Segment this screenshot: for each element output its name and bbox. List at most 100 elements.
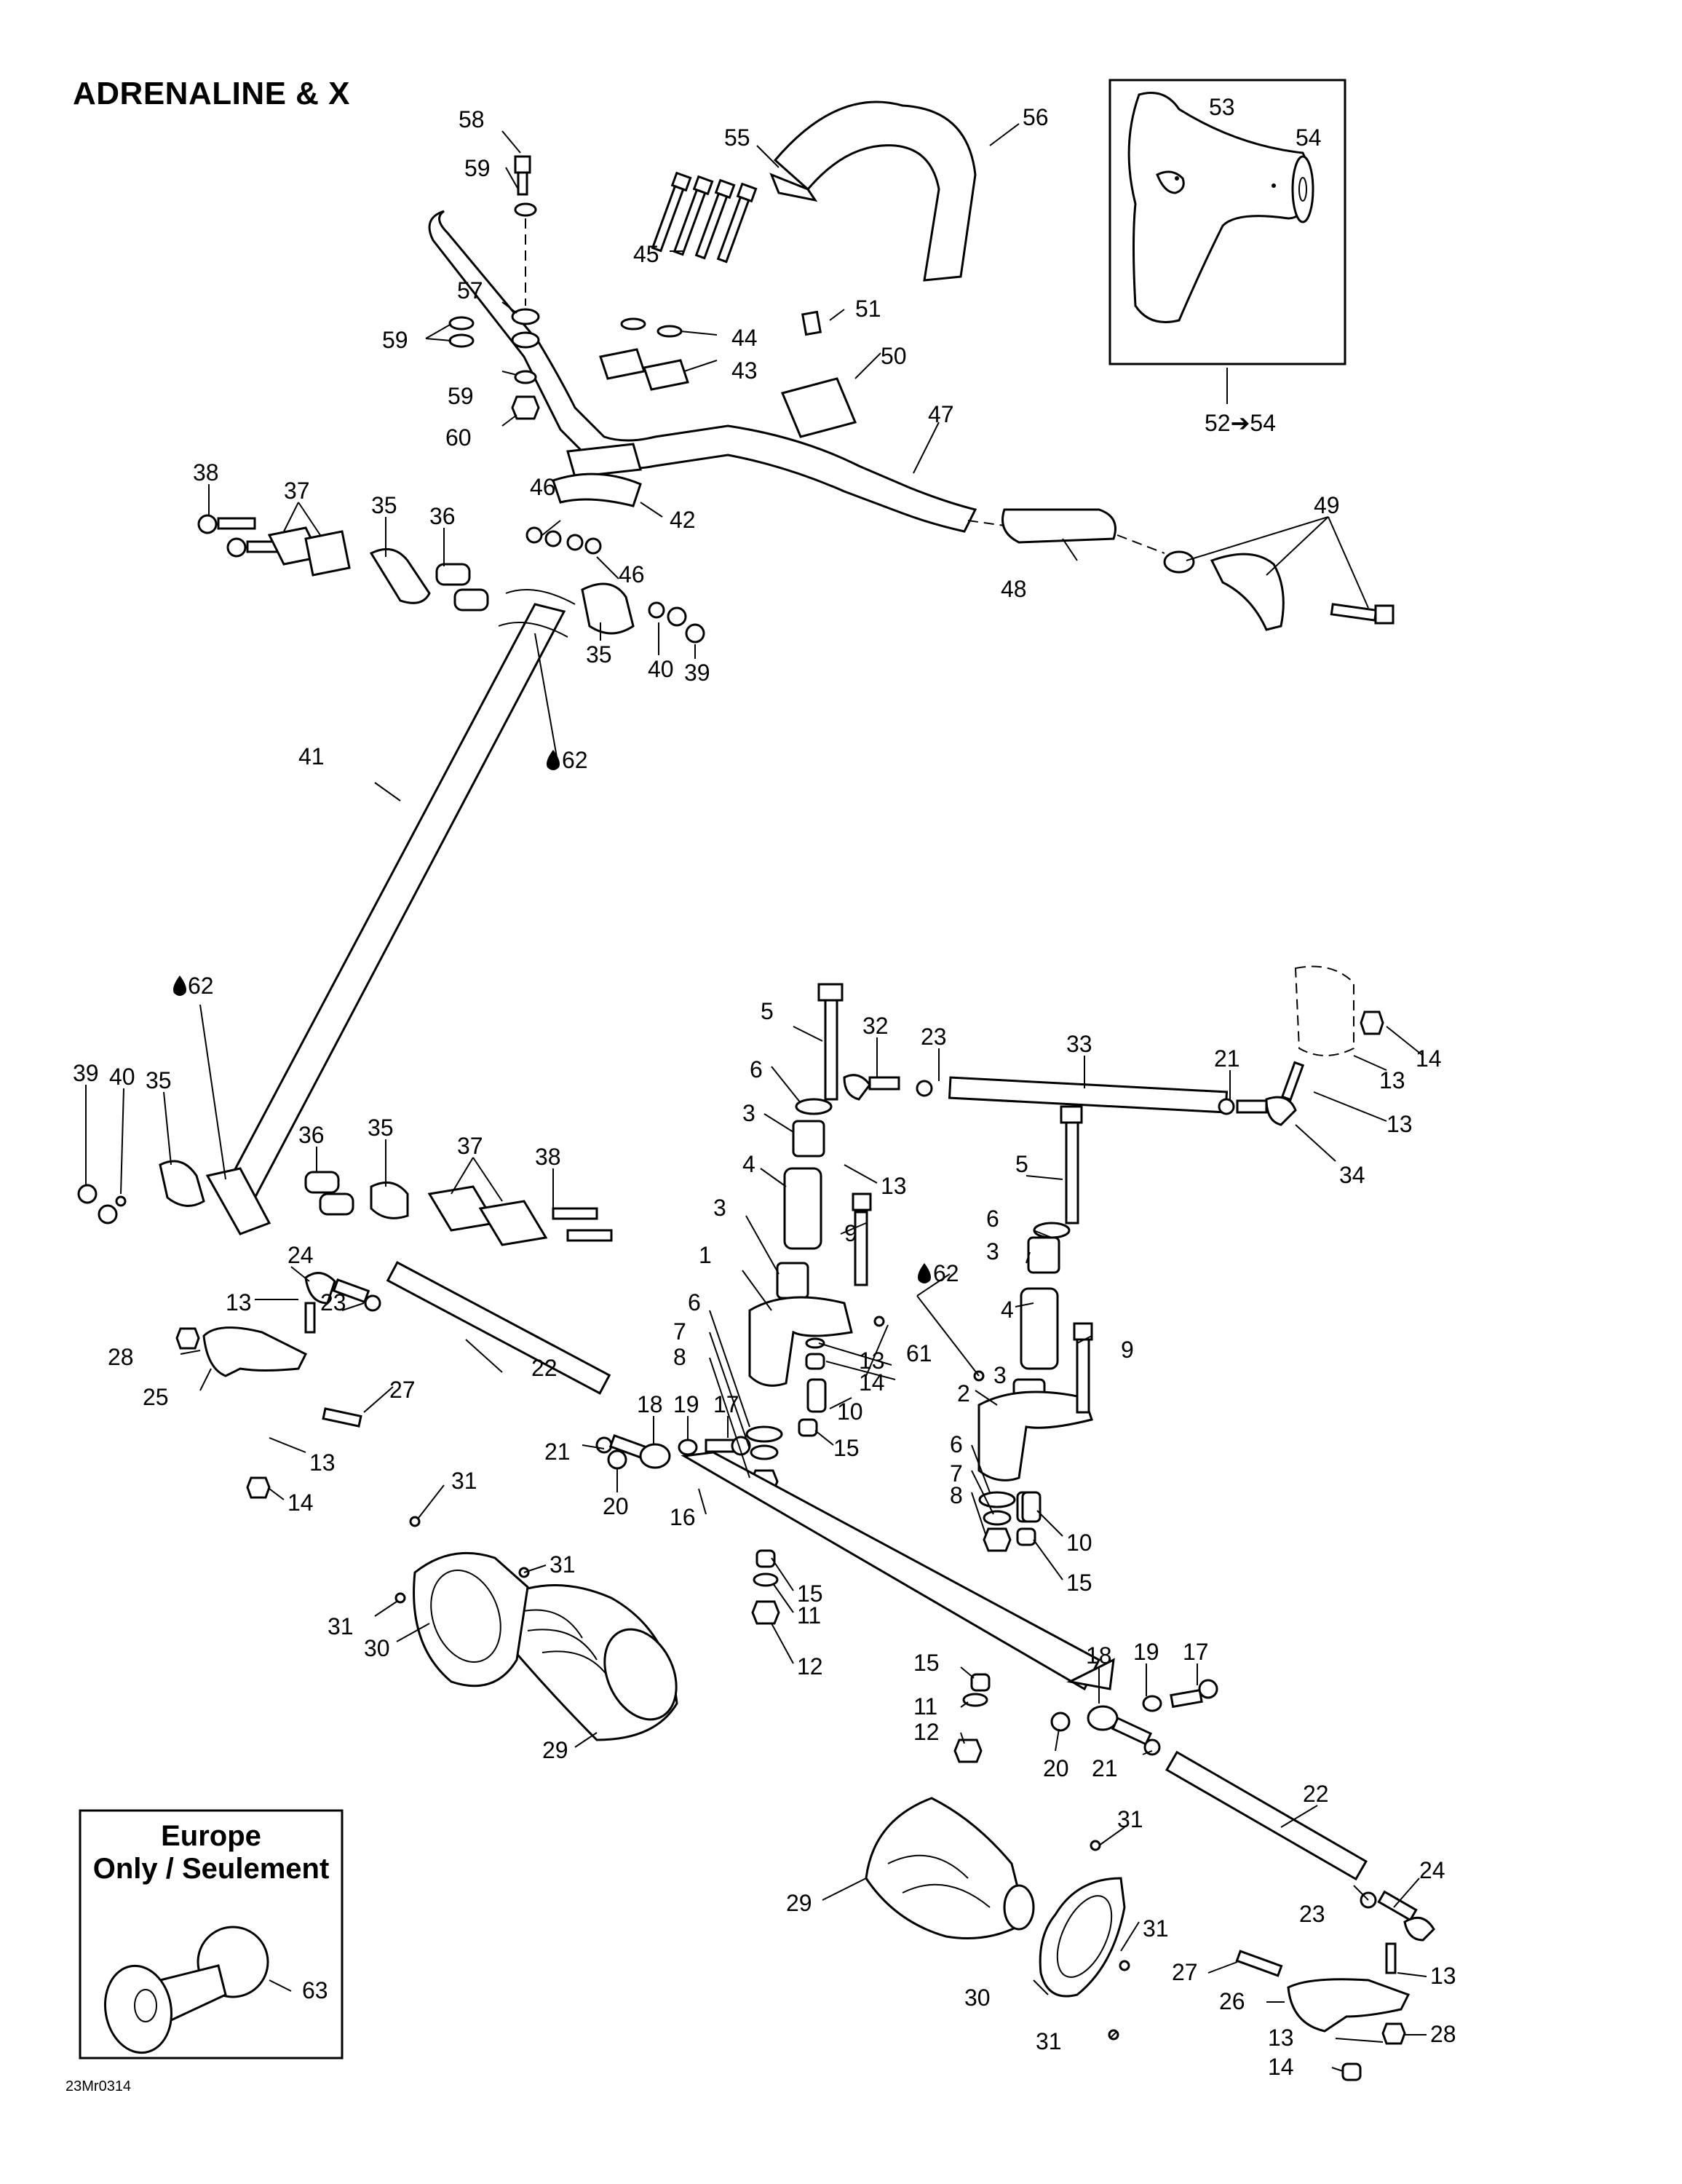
callout: 37 bbox=[457, 1133, 483, 1159]
clamp-57 bbox=[511, 308, 540, 325]
callout: 62 bbox=[188, 973, 214, 999]
washer-59 bbox=[448, 316, 475, 331]
callout: 31 bbox=[550, 1551, 576, 1578]
callout: 60 bbox=[445, 424, 472, 451]
callout: 15 bbox=[833, 1435, 860, 1461]
callout: 7 bbox=[950, 1460, 963, 1487]
linkage-upper bbox=[197, 514, 705, 644]
callout: 10 bbox=[837, 1398, 863, 1425]
callout: 8 bbox=[673, 1344, 686, 1370]
callout: 3 bbox=[713, 1195, 726, 1221]
callout: 44 bbox=[731, 325, 758, 351]
callout: 37 bbox=[284, 478, 310, 504]
callout: 15 bbox=[913, 1650, 940, 1676]
callout: 57 bbox=[457, 277, 483, 304]
callout: 49 bbox=[1314, 492, 1340, 518]
callout: 26 bbox=[1219, 1988, 1245, 2014]
callout: 36 bbox=[429, 503, 456, 529]
callout: 12 bbox=[797, 1653, 823, 1679]
callout: 46 bbox=[619, 561, 645, 587]
callout: 24 bbox=[287, 1242, 314, 1268]
grip-48 bbox=[1001, 508, 1116, 544]
crossbar-16 bbox=[681, 1451, 1115, 1691]
callout: 1 bbox=[699, 1242, 712, 1268]
callout: 62 bbox=[562, 747, 588, 773]
callout: 28 bbox=[1430, 2021, 1456, 2047]
callout: 14 bbox=[859, 1369, 885, 1396]
callout: 59 bbox=[464, 155, 491, 181]
callout: 25 bbox=[143, 1384, 169, 1410]
callout: 13 bbox=[1430, 1963, 1456, 1989]
callout: 18 bbox=[1086, 1642, 1112, 1669]
callout-53: 53 bbox=[1209, 94, 1235, 120]
callout: 3 bbox=[993, 1362, 1007, 1388]
europe-horn-inset bbox=[79, 1809, 344, 2060]
callout: 31 bbox=[328, 1613, 354, 1639]
callout: 14 bbox=[1268, 2054, 1294, 2080]
callout: 35 bbox=[146, 1067, 172, 1093]
callout: 39 bbox=[684, 660, 710, 686]
callout: 38 bbox=[535, 1144, 561, 1170]
callout: 33 bbox=[1066, 1031, 1092, 1057]
callout: 46 bbox=[530, 474, 556, 500]
handlebar-riser-strap bbox=[769, 100, 977, 282]
callout: 23 bbox=[1299, 1901, 1325, 1927]
callout: 62 bbox=[933, 1260, 959, 1286]
callout: 13 bbox=[226, 1289, 252, 1315]
callout: 35 bbox=[368, 1115, 394, 1141]
bushings-under-crossbar bbox=[751, 1549, 991, 1763]
callout: 58 bbox=[459, 106, 485, 132]
callout: 15 bbox=[797, 1580, 823, 1607]
callout: 32 bbox=[862, 1013, 889, 1039]
callout: 48 bbox=[1001, 576, 1027, 602]
callout: 38 bbox=[193, 459, 219, 486]
callout: 23 bbox=[921, 1024, 947, 1050]
washer-59 bbox=[514, 370, 537, 384]
callout: 13 bbox=[881, 1173, 907, 1199]
callout: 7 bbox=[673, 1318, 686, 1345]
callout: 15 bbox=[1066, 1570, 1092, 1596]
callout: 8 bbox=[950, 1482, 963, 1508]
callout: 9 bbox=[1121, 1337, 1134, 1363]
grip-end-49 bbox=[1163, 550, 1395, 631]
callout: 35 bbox=[371, 492, 397, 518]
callout: 19 bbox=[673, 1391, 699, 1417]
callout: 31 bbox=[1036, 2028, 1062, 2054]
callout: 4 bbox=[1001, 1297, 1014, 1323]
flange-30-right bbox=[1039, 1840, 1130, 2041]
callout: 5 bbox=[1015, 1151, 1028, 1177]
handguard-inset bbox=[1108, 79, 1346, 404]
tie-rod-22-left bbox=[175, 1261, 751, 1499]
callout: 36 bbox=[298, 1122, 325, 1148]
drop-icon bbox=[547, 750, 560, 770]
callout: 61 bbox=[906, 1340, 932, 1366]
callout: 21 bbox=[1092, 1755, 1118, 1781]
clamp-57-lower bbox=[511, 331, 540, 349]
callout: 13 bbox=[309, 1449, 336, 1476]
callout: 6 bbox=[986, 1206, 999, 1232]
handlebar bbox=[428, 210, 977, 533]
washer-59 bbox=[514, 202, 537, 217]
callout: 47 bbox=[928, 401, 954, 427]
callout: 11 bbox=[913, 1693, 937, 1720]
callout: 4 bbox=[742, 1151, 755, 1177]
callout: 30 bbox=[364, 1635, 390, 1661]
callout: 21 bbox=[544, 1439, 571, 1465]
europe-inset-title-line1: Europe bbox=[161, 1820, 261, 1852]
callout: 41 bbox=[298, 743, 325, 769]
washers-44 bbox=[620, 317, 683, 338]
nut-60 bbox=[511, 395, 540, 420]
callout: 13 bbox=[1387, 1111, 1413, 1137]
callout-63: 63 bbox=[302, 1977, 328, 2003]
nuts-46 bbox=[525, 526, 602, 555]
clamps-43 bbox=[599, 348, 689, 391]
drop-icon bbox=[918, 1263, 931, 1283]
callout: 3 bbox=[986, 1238, 999, 1265]
callout: 45 bbox=[633, 241, 659, 267]
callout: 40 bbox=[109, 1064, 135, 1090]
callout: 17 bbox=[1183, 1639, 1209, 1665]
callout: 23 bbox=[320, 1289, 346, 1315]
callout: 16 bbox=[670, 1504, 696, 1530]
callout: 59 bbox=[448, 383, 474, 409]
